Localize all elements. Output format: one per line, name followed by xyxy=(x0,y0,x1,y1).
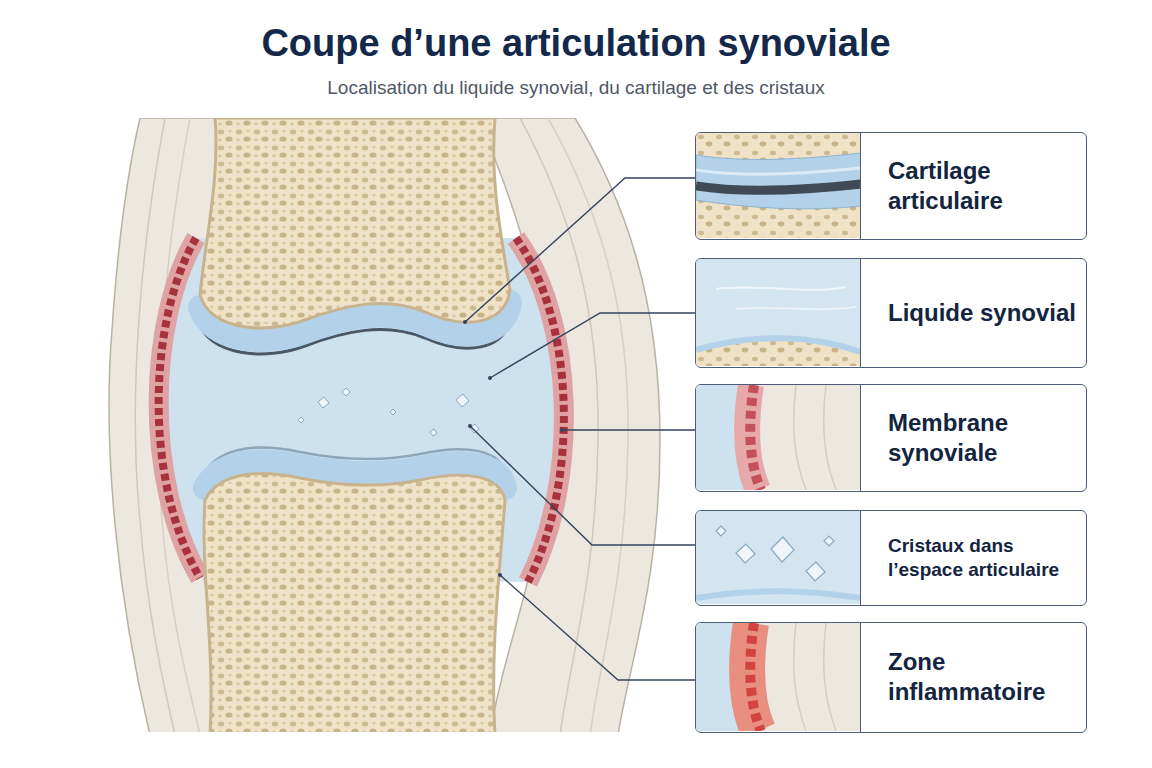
callout-panel: Cristaux dans l’espace articulaire xyxy=(695,510,1087,606)
detail-thumbnail xyxy=(696,623,861,732)
diagram-title: Coupe d’une articulation synoviale xyxy=(0,22,1152,65)
panel-label: Cartilage articulaire xyxy=(888,156,1080,216)
panel-label: Membrane synoviale xyxy=(888,408,1080,468)
detail-thumbnail xyxy=(696,259,861,367)
panel-label: Zone inflammatoire xyxy=(888,647,1080,707)
subtitle-label: Localisation du liquide synovial, du car… xyxy=(0,77,1152,99)
callout-panel: Zone inflammatoire xyxy=(695,622,1087,733)
callout-panel: Membrane synoviale xyxy=(695,384,1087,492)
panel-label: Cristaux dans l’espace articulaire xyxy=(888,534,1080,582)
callout-panel: Cartilage articulaire xyxy=(695,132,1087,240)
callout-panel: Liquide synovial xyxy=(695,258,1087,368)
detail-thumbnail xyxy=(696,511,861,605)
detail-thumbnail xyxy=(696,133,861,239)
panel-label: Liquide synovial xyxy=(888,298,1080,328)
detail-thumbnail xyxy=(696,385,861,491)
